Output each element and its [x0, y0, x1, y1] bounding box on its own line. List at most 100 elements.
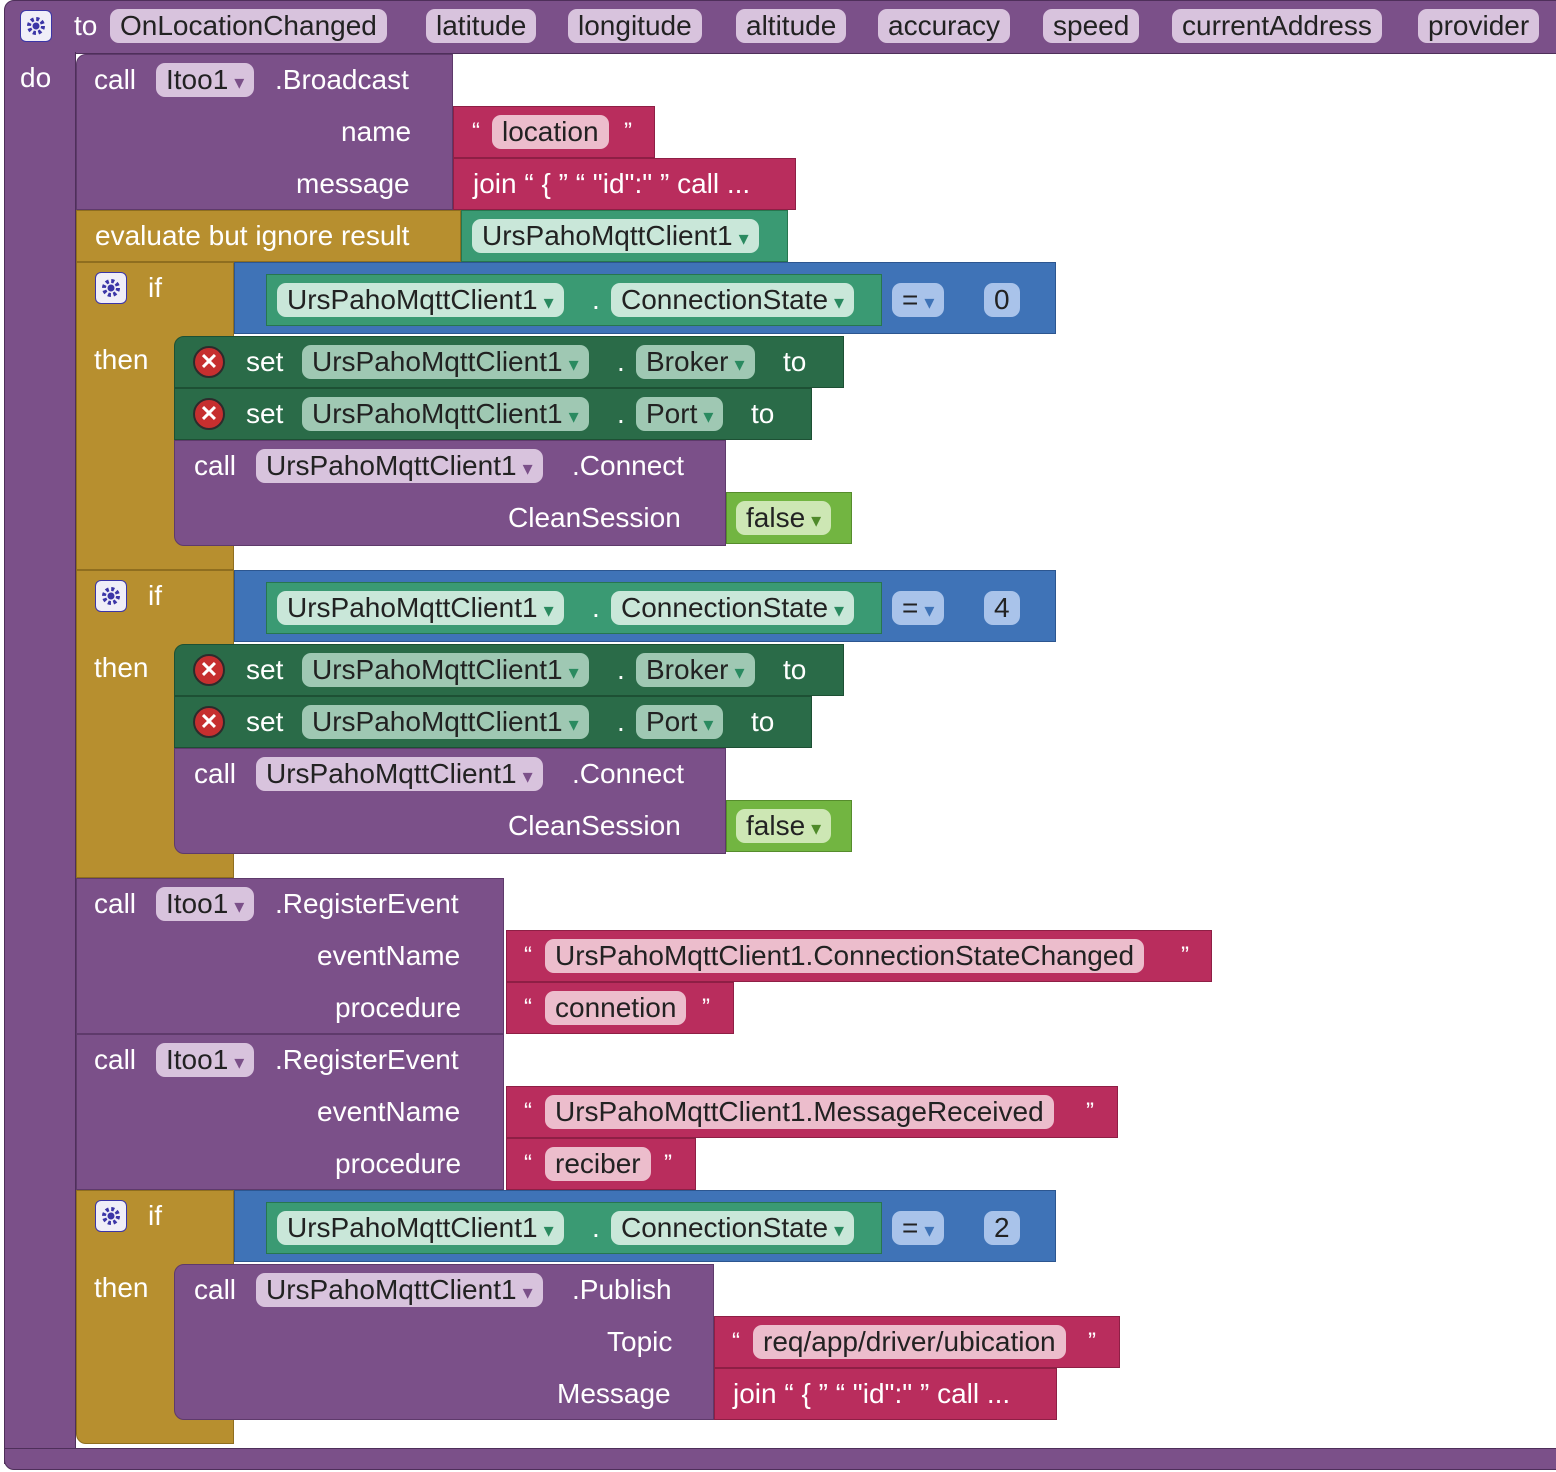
compare-value-number[interactable]: 4: [984, 591, 1020, 625]
gear-icon[interactable]: [95, 272, 127, 304]
chevron-down-icon: ▾: [568, 662, 579, 684]
set-label: set: [246, 706, 284, 737]
register-event-block-2[interactable]: [76, 1034, 504, 1190]
event-name-value[interactable]: UrsPahoMqttClient1.ConnectionStateChange…: [545, 939, 1145, 973]
chevron-down-icon: ▾: [834, 600, 845, 622]
compare-value-number[interactable]: 2: [984, 1211, 1020, 1245]
chevron-down-icon: ▾: [522, 766, 533, 788]
call-label: call: [94, 888, 137, 919]
set-property-broker-dropdown[interactable]: Broker▾: [636, 653, 755, 687]
gear-icon[interactable]: [20, 10, 52, 42]
broadcast-message-label: message: [296, 168, 410, 199]
chevron-down-icon: ▾: [811, 818, 822, 840]
quote-open: “: [732, 1328, 740, 1355]
event-name-value[interactable]: UrsPahoMqttClient1.MessageReceived: [545, 1095, 1054, 1129]
call-label: call: [194, 1274, 237, 1305]
set-component-dropdown[interactable]: UrsPahoMqttClient1▾: [302, 653, 589, 687]
evaluate-ignore-block[interactable]: [76, 210, 461, 262]
event-name-label: eventName: [317, 940, 461, 971]
property-dot: .: [617, 346, 625, 377]
property-dot: .: [592, 592, 600, 623]
set-property-port-dropdown[interactable]: Port▾: [636, 397, 724, 431]
param-longitude[interactable]: longitude: [568, 9, 702, 43]
if-label: if: [148, 1200, 162, 1231]
set-property-port-dropdown[interactable]: Port▾: [636, 705, 724, 739]
param-speed[interactable]: speed: [1043, 9, 1140, 43]
connection-state-component-dropdown[interactable]: UrsPahoMqttClient1▾: [277, 1211, 564, 1245]
register-component-dropdown[interactable]: Itoo1▾: [156, 887, 255, 921]
topic-label: Topic: [607, 1326, 673, 1357]
set-label: set: [246, 346, 284, 377]
broadcast-call-block[interactable]: [76, 54, 453, 210]
topic-value[interactable]: req/app/driver/ubication: [753, 1325, 1066, 1359]
broadcast-call-label: call: [94, 64, 137, 95]
connection-state-component-dropdown[interactable]: UrsPahoMqttClient1▾: [277, 283, 564, 317]
gear-icon[interactable]: [95, 580, 127, 612]
quote-open: “: [524, 1098, 532, 1125]
broadcast-name-value[interactable]: location: [492, 115, 609, 149]
error-icon: ✕: [193, 346, 225, 378]
clean-session-value-dropdown[interactable]: false▾: [736, 809, 832, 843]
chevron-down-icon: ▾: [568, 714, 579, 736]
chevron-down-icon: ▾: [703, 406, 714, 428]
publish-component-dropdown[interactable]: UrsPahoMqttClient1▾: [256, 1273, 543, 1307]
procedure-value[interactable]: reciber: [545, 1147, 651, 1181]
event-handler-body-rail: [4, 52, 76, 1464]
chevron-down-icon: ▾: [543, 292, 554, 314]
connection-state-property-dropdown[interactable]: ConnectionState▾: [611, 283, 855, 317]
broadcast-name-label: name: [341, 116, 412, 147]
param-altitude[interactable]: altitude: [736, 9, 847, 43]
chevron-down-icon: ▾: [522, 458, 533, 480]
property-dot: .: [617, 654, 625, 685]
compare-value-number[interactable]: 0: [984, 283, 1020, 317]
set-property-broker-dropdown[interactable]: Broker▾: [636, 345, 755, 379]
gear-icon[interactable]: [95, 1200, 127, 1232]
chevron-down-icon: ▾: [834, 1220, 845, 1242]
procedure-label: procedure: [335, 1148, 462, 1179]
chevron-down-icon: ▾: [924, 600, 935, 622]
param-accuracy[interactable]: accuracy: [878, 9, 1011, 43]
param-latitude[interactable]: latitude: [426, 9, 537, 43]
connect-component-dropdown[interactable]: UrsPahoMqttClient1▾: [256, 449, 543, 483]
connection-state-property-dropdown[interactable]: ConnectionState▾: [611, 591, 855, 625]
set-label: set: [246, 398, 284, 429]
compare-operator-dropdown[interactable]: =▾: [892, 283, 945, 317]
publish-message-join-block[interactable]: [714, 1368, 1057, 1420]
quote-close: ”: [702, 994, 710, 1021]
register-method-label: .RegisterEvent: [275, 1044, 459, 1075]
set-component-dropdown[interactable]: UrsPahoMqttClient1▾: [302, 705, 589, 739]
broadcast-component-dropdown[interactable]: Itoo1▾: [156, 63, 255, 97]
message-label: Message: [557, 1378, 671, 1409]
compare-operator-dropdown[interactable]: =▾: [892, 591, 945, 625]
evaluate-ignore-label: evaluate but ignore result: [95, 220, 410, 251]
set-to-label: to: [751, 706, 775, 737]
param-provider[interactable]: provider: [1418, 9, 1540, 43]
event-handler-footer: [4, 1448, 1556, 1470]
register-event-block-1[interactable]: [76, 878, 504, 1034]
set-component-dropdown[interactable]: UrsPahoMqttClient1▾: [302, 345, 589, 379]
broadcast-message-join-block[interactable]: [453, 158, 796, 210]
call-label: call: [194, 758, 237, 789]
clean-session-value-dropdown[interactable]: false▾: [736, 501, 832, 535]
procedure-value[interactable]: connetion: [545, 991, 687, 1025]
property-dot: .: [617, 398, 625, 429]
chevron-down-icon: ▾: [703, 714, 714, 736]
chevron-down-icon: ▾: [543, 600, 554, 622]
evaluate-component-dropdown[interactable]: UrsPahoMqttClient1▾: [472, 219, 759, 253]
quote-open: “: [472, 118, 480, 145]
error-icon: ✕: [193, 706, 225, 738]
event-name-field[interactable]: OnLocationChanged: [110, 9, 387, 43]
param-currentAddress[interactable]: currentAddress: [1172, 9, 1382, 43]
register-component-dropdown[interactable]: Itoo1▾: [156, 1043, 255, 1077]
connect-component-dropdown[interactable]: UrsPahoMqttClient1▾: [256, 757, 543, 791]
connection-state-property-dropdown[interactable]: ConnectionState▾: [611, 1211, 855, 1245]
set-component-dropdown[interactable]: UrsPahoMqttClient1▾: [302, 397, 589, 431]
chevron-down-icon: ▾: [234, 1052, 245, 1074]
quote-open: “: [524, 1150, 532, 1177]
set-to-label: to: [751, 398, 775, 429]
connection-state-component-dropdown[interactable]: UrsPahoMqttClient1▾: [277, 591, 564, 625]
chevron-down-icon: ▾: [568, 406, 579, 428]
error-icon: ✕: [193, 398, 225, 430]
compare-operator-dropdown[interactable]: =▾: [892, 1211, 945, 1245]
connect-method-label: .Connect: [572, 450, 685, 481]
